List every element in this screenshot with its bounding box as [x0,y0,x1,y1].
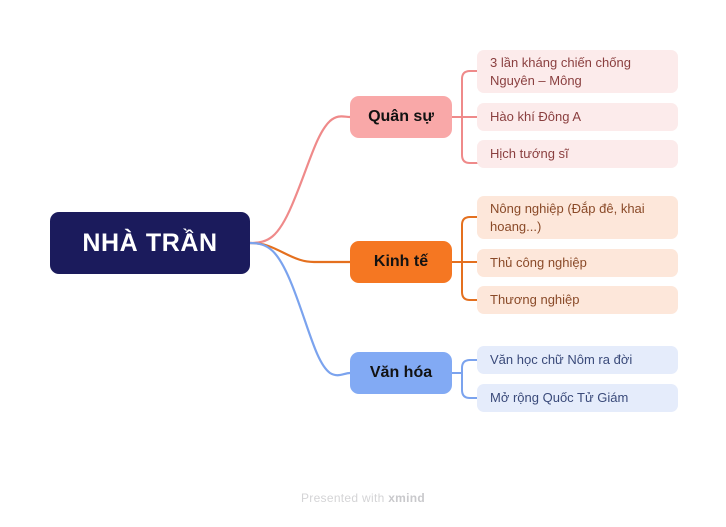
branch-node-culture[interactable]: Văn hóa [350,352,452,394]
leaf-node-economy-1-label: Nông nghiệp (Đắp đê, khai hoang...) [490,200,645,234]
leaf-node-economy-1[interactable]: Nông nghiệp (Đắp đê, khai hoang...) [477,196,678,239]
leaf-node-economy-2[interactable]: Thủ công nghiệp [477,249,678,277]
leaf-node-military-2-label: Hào khí Đông A [490,109,582,124]
leaf-node-military-2[interactable]: Hào khí Đông A [477,103,678,131]
leaf-node-culture-1-label: Văn học chữ Nôm ra đời [490,352,633,367]
leaf-node-economy-3-label: Thương nghiệp [490,292,580,307]
branch-node-culture-label: Văn hóa [369,364,433,381]
branch-node-economy-label: Kinh tế [373,253,429,270]
leaf-node-culture-1[interactable]: Văn học chữ Nôm ra đời [477,346,678,374]
watermark-brand: xmind [388,491,426,505]
leaf-node-culture-2-label: Mở rộng Quốc Tử Giám [490,390,629,405]
leaf-node-economy-2-label: Thủ công nghiệp [490,255,587,270]
xmind-watermark: Presented with xmind [0,491,726,505]
leaf-node-culture-2[interactable]: Mở rộng Quốc Tử Giám [477,384,678,412]
branch-node-economy[interactable]: Kinh tế [350,241,452,283]
branch-node-military-label: Quân sự [368,108,434,125]
watermark-prefix: Presented with [300,491,389,505]
connector-economy-spine [461,216,471,301]
leaf-node-economy-3[interactable]: Thương nghiệp [477,286,678,314]
leaf-node-military-3-label: Hịch tướng sĩ [490,146,569,161]
leaf-node-military-3[interactable]: Hịch tướng sĩ [477,140,678,168]
connector-root-to-culture [248,241,352,377]
leaf-node-military-1[interactable]: 3 lần kháng chiến chống Nguyên – Mông [477,50,678,93]
root-node[interactable]: NHÀ TRẦN [50,212,250,274]
leaf-node-military-1-label: 3 lần kháng chiến chống Nguyên – Mông [490,54,631,88]
connector-root-to-military [248,115,352,245]
branch-node-military[interactable]: Quân sự [350,96,452,138]
root-node-label: NHÀ TRẦN [82,228,218,257]
connector-culture-spine [461,359,471,399]
